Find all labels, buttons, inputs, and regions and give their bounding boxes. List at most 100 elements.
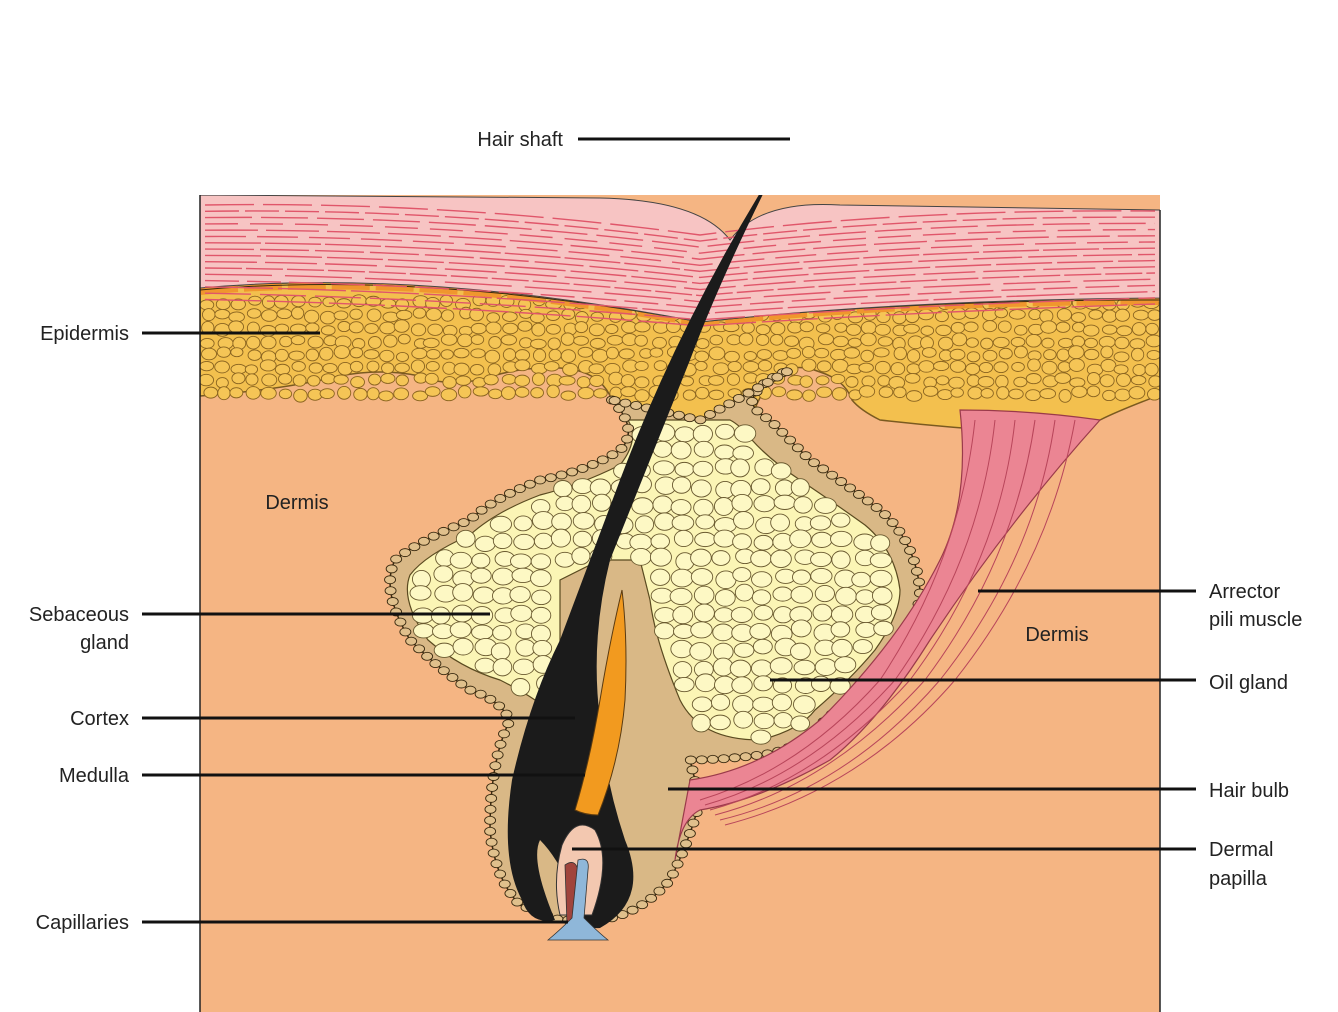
sheath-bead [662, 879, 673, 887]
epidermis-cell [334, 311, 348, 320]
gland-cell [691, 569, 712, 586]
epidermis-cell [502, 374, 516, 384]
epidermis-cell [906, 391, 921, 402]
sheath-bead [887, 519, 898, 527]
gland-cell [790, 643, 810, 660]
epidermis-cell [515, 375, 530, 386]
epidermis-cell [785, 336, 799, 346]
sheath-bead [695, 416, 706, 424]
gland-cell [573, 531, 591, 547]
epidermis-cell [1114, 352, 1129, 362]
sheath-bead [475, 690, 486, 698]
epidermis-cell [1028, 359, 1041, 371]
epidermis-cell [334, 346, 349, 359]
epidermis-cell [289, 351, 304, 360]
gland-cell [691, 480, 711, 497]
sheath-bead [673, 411, 684, 419]
epidermis-cell [423, 338, 439, 347]
gland-cell [711, 694, 729, 710]
sheath-bead [800, 452, 811, 460]
epidermis-cell [351, 377, 365, 388]
epidermis-cell [487, 313, 500, 323]
sheath-bead [485, 816, 496, 824]
epidermis-cell [878, 376, 890, 387]
sheath-bead [740, 753, 751, 761]
gland-cell [694, 441, 713, 457]
gland-cell [554, 481, 572, 497]
label-dermal-papilla-1: Dermal [1209, 839, 1273, 861]
sheath-bead [911, 567, 922, 575]
gland-cell [712, 551, 730, 566]
sheath-bead [567, 468, 578, 476]
gland-cell [531, 570, 552, 587]
epidermis-cell [321, 374, 335, 384]
epidermis-cell [321, 326, 335, 335]
sheath-bead [492, 751, 503, 759]
epidermis-cell [277, 309, 292, 319]
gland-cell [471, 568, 491, 583]
sheath-bead [556, 471, 567, 479]
epidermis-cell [591, 312, 603, 321]
epidermis-cell [1012, 362, 1025, 371]
sheath-bead [476, 506, 487, 514]
epidermis-cell [996, 375, 1008, 388]
gland-cell [410, 586, 431, 600]
epidermis-cell [306, 323, 319, 333]
epidermis-cell [320, 347, 333, 360]
epidermis-cell [950, 361, 965, 373]
epidermis-cell [905, 373, 920, 383]
epidermis-cell [515, 387, 528, 397]
epidermis-cell [396, 352, 408, 361]
epidermis-cell [1059, 390, 1071, 403]
epidermis-cell [396, 375, 408, 386]
epidermis-cell [1014, 377, 1027, 387]
epidermis-cell [889, 377, 905, 389]
epidermis-cell [231, 348, 243, 357]
epidermis-cell [367, 388, 379, 400]
sheath-bead [743, 389, 754, 397]
epidermis-cell [1009, 310, 1025, 320]
gland-cell [412, 608, 433, 623]
epidermis-cell [280, 336, 292, 347]
sheath-bead [488, 849, 499, 857]
gland-cell [693, 425, 712, 442]
gland-cell [811, 552, 832, 566]
epidermis-cell [1115, 337, 1129, 349]
epidermis-cell [562, 309, 575, 320]
gland-cell [653, 496, 673, 513]
epidermis-cell [441, 389, 457, 401]
epidermis-cell [967, 375, 979, 386]
epidermis-cell [621, 375, 634, 387]
gland-cell [811, 568, 832, 583]
sheath-bead [414, 645, 425, 653]
epidermis-cell [833, 336, 848, 346]
epidermis-cell [859, 363, 873, 372]
epidermis-cell [230, 388, 243, 398]
gland-cell [831, 606, 852, 623]
epidermis-cell [200, 361, 214, 370]
gland-cell [672, 477, 690, 493]
gland-cell [750, 623, 771, 639]
sheath-bead [577, 464, 588, 472]
epidermis-cell [1029, 309, 1041, 319]
epidermis-cell [515, 350, 529, 361]
epidermis-cell [999, 348, 1012, 359]
sheath-bead [853, 490, 864, 498]
epidermis-cell [875, 324, 890, 335]
epidermis-cell [802, 346, 815, 357]
sheath-bead [646, 894, 657, 902]
epidermis-cell [758, 360, 771, 371]
sheath-bead [724, 400, 735, 408]
epidermis-cell [561, 391, 576, 400]
gland-cell [510, 554, 531, 569]
gland-cell [731, 607, 752, 622]
gland-cell [492, 568, 513, 585]
epidermis-cell [1101, 359, 1116, 371]
sheath-bead [499, 730, 510, 738]
sheath-bead [753, 384, 764, 392]
sheath-bead [707, 755, 718, 763]
epidermis-cell [425, 387, 440, 397]
sheath-bead [495, 740, 506, 748]
epidermis-cell [1100, 375, 1114, 387]
